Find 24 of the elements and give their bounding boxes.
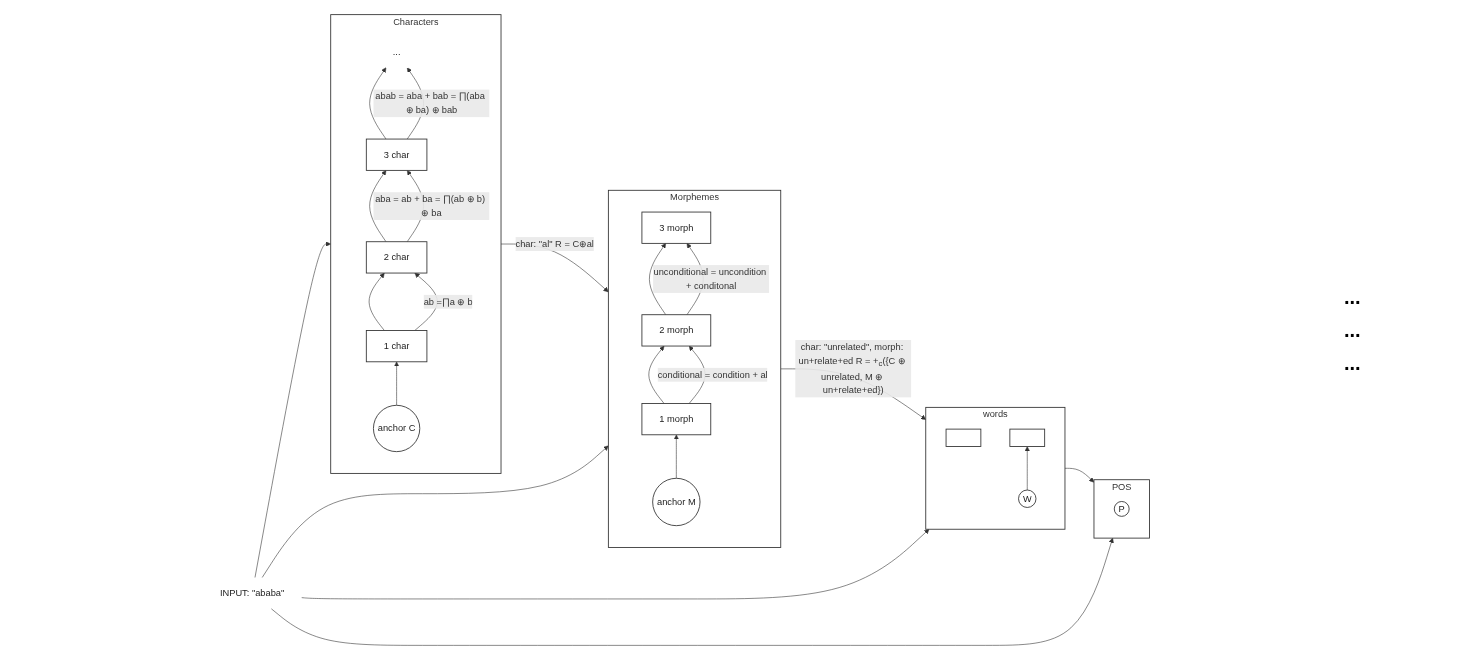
node-box: [945, 428, 982, 447]
edge-label: unconditional = uncondition + conditonal: [653, 266, 767, 291]
edge-label: ab =∏a ⊕ b: [423, 296, 473, 307]
node-box: 3 char: [365, 138, 428, 171]
node-circle: P: [1113, 501, 1130, 517]
edge-label: conditional = condition + al: [657, 369, 768, 380]
edge-label: aba = ab + ba = ∏(ab ⊕ b) ⊕ ba: [375, 193, 486, 218]
ellipsis-label: ...: [1344, 285, 1362, 309]
node-box: 2 morph: [641, 314, 712, 347]
node-box: [1009, 428, 1046, 447]
node-circle: W: [1018, 489, 1037, 508]
node-box: 1 morph: [641, 403, 712, 436]
node-box: 2 char: [365, 241, 428, 274]
node-text: ...: [392, 46, 401, 57]
edge-label: char: "unrelated", morph: un+relate+ed R = +$_{c}$({C ⊕ unrelated, M ⊕ un+relate+ed}): [798, 341, 906, 396]
node-box: 3 morph: [641, 211, 712, 244]
edge-label: abab = aba + bab = ∏(aba ⊕ ba) ⊕ bab: [375, 91, 485, 115]
node-circle: anchor M: [652, 477, 701, 527]
edge-label: char: "al" R = C⊕al: [515, 238, 594, 249]
node-circle: anchor C: [373, 404, 421, 453]
node-box: 1 char: [365, 330, 428, 363]
ellipsis-label: ...: [1344, 351, 1362, 375]
node-text: INPUT: "ababa": [219, 587, 285, 598]
ellipsis-label: ...: [1344, 318, 1362, 342]
